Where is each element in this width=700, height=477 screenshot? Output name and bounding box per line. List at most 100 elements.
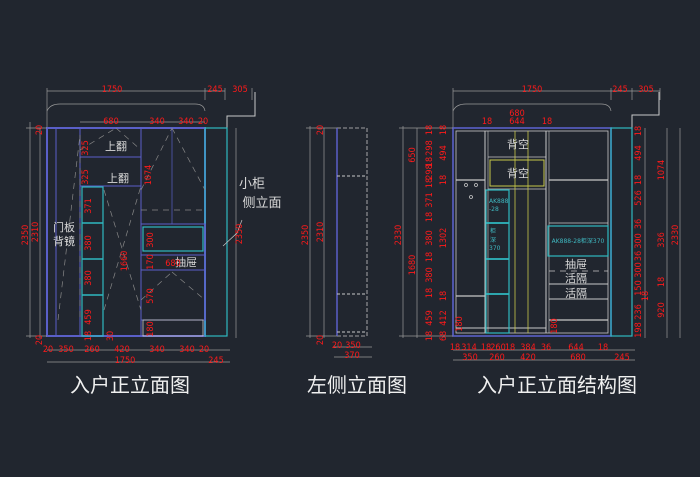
struct-bottom-totals-1: 260: [489, 353, 504, 363]
front-bottom-dim-2: 350: [58, 345, 73, 355]
struct-left-inner-dims-2: 18: [439, 175, 449, 185]
front-bottom-dim-3: 260: [84, 345, 99, 355]
side-dim-total: 2350: [301, 225, 311, 246]
side-dim-top: 20: [316, 125, 326, 135]
dim-1660: 1660: [120, 251, 130, 272]
front-left-dim-inner: 2310: [31, 222, 41, 243]
struct-right-mid-dims-8: 150: [634, 280, 644, 295]
label-ak-model-2: -28: [489, 206, 499, 213]
front-top-dim-width: 1750: [102, 85, 123, 95]
struct-top-dim-side: 245: [612, 85, 627, 95]
struct-bottom-dims-5: 384: [520, 343, 535, 353]
struct-left-mid-dims-9: 380: [425, 267, 435, 282]
struct-bottom-dims-6: 36: [541, 343, 551, 353]
label-back-mirror: 背镜: [53, 234, 75, 248]
dim-18: 18: [84, 331, 94, 341]
struct-left-mid-dims-4: 18: [425, 178, 435, 188]
struct-right-mid-dims-6: 36: [634, 251, 644, 261]
struct-right-mid-dims-10: 236: [634, 304, 644, 319]
label-depth-3: 370: [489, 245, 501, 252]
front-left-dim-total: 2350: [21, 225, 31, 246]
struct-right-dim-1074: 1074: [657, 160, 667, 181]
struct-bottom-totals-2: 420: [520, 353, 535, 363]
dim-300: 300: [146, 232, 156, 247]
struct-sub-dim-680: 680: [509, 109, 524, 119]
struct-bottom-totals-4: 245: [614, 353, 629, 363]
struct-left-outer-1680: 1680: [408, 255, 418, 276]
struct-bottom-dims-1: 314: [461, 343, 476, 353]
struct-bottom-totals-3: 680: [570, 353, 585, 363]
struct-right-mid-dims-7: 300: [634, 262, 644, 277]
struct-left-outer-2330: 2330: [394, 225, 404, 246]
struct-right-mid-dims-1: 494: [634, 145, 644, 160]
structure-elevation: [399, 88, 681, 361]
struct-left-inner-dims-6: 68: [439, 331, 449, 341]
struct-left-inner-dims-0: 18: [439, 125, 449, 135]
struct-right-mid-dims-2: 18: [634, 175, 644, 185]
dim-680: 680: [165, 259, 180, 269]
struct-top-dim-step: 305: [638, 85, 653, 95]
struct-left-inner-dims: 18 494 18 1302 18 412 68: [439, 125, 449, 341]
front-top-dim-step: 305: [232, 85, 247, 95]
dim-380-b: 380: [84, 270, 94, 285]
struct-left-inner-dims-3: 1302: [439, 228, 449, 249]
struct-left-mid-dims-2: 18: [425, 157, 435, 167]
front-sub-dim-1: 680: [103, 117, 118, 127]
label-ak-model-1: AK888: [489, 198, 509, 205]
label-door-panel: 门板: [53, 220, 75, 234]
front-bottom-dim-5: 340: [149, 345, 164, 355]
dim-180: 180: [146, 321, 156, 336]
label-shelf-1: 活隔: [565, 272, 587, 285]
struct-left-inner-dims-4: 18: [439, 291, 449, 301]
dim-380-a: 380: [84, 235, 94, 250]
side-dim-inner: 2310: [316, 222, 326, 243]
label-shelf-2: 活隔: [565, 287, 587, 300]
struct-bottom-dims-8: 18: [598, 343, 608, 353]
structure-text: 1750 245 305 680 18 644 18 背空 背空 AK888 -…: [394, 85, 681, 363]
dim-325-b: 325: [81, 169, 91, 184]
struct-right-dim-336: 336: [657, 232, 667, 247]
front-bottom-dim-6: 340: [179, 345, 194, 355]
label-depth-2: 深: [490, 236, 496, 244]
label-back-space-1: 背空: [507, 137, 529, 151]
struct-inner-dim-180a: 180: [455, 316, 465, 331]
front-top-dim-side: 245: [207, 85, 222, 95]
label-flip-2: 上翻: [107, 171, 129, 185]
struct-left-mid-dims-12: 18: [425, 331, 435, 341]
side-elevation: [306, 126, 372, 358]
label-depth-1: 柜: [490, 227, 496, 235]
dim-570: 570: [146, 288, 156, 303]
struct-right-dim-2330: 2330: [671, 225, 681, 246]
struct-inner-dim-180b: 180: [550, 318, 560, 333]
struct-right-mid-dims-9: 18: [641, 291, 651, 301]
struct-right-mid-dims-0: 18: [634, 126, 644, 136]
dim-170: 170: [146, 254, 156, 269]
struct-sub-dim-644: 644: [509, 117, 524, 127]
struct-right-dim-18: 18: [657, 277, 667, 287]
title-structure-elevation: 入户正立面结构图: [477, 373, 637, 397]
front-left-dim-bottom: 20: [35, 335, 45, 345]
label-drawer: 抽屉: [175, 255, 197, 269]
dim-325-a: 325: [81, 140, 91, 155]
struct-left-inner-dims-5: 412: [439, 310, 449, 325]
title-side-elevation: 左侧立面图: [307, 373, 407, 397]
dim-1074: 1074: [144, 165, 154, 186]
struct-left-mid-dims-8: 18: [425, 252, 435, 262]
struct-sub-dim-18b: 18: [542, 117, 552, 127]
struct-bottom-dims-3: 260: [490, 343, 505, 353]
struct-bottom-dims-2: 18: [481, 343, 491, 353]
struct-left-mid-dims-5: 371: [425, 192, 435, 207]
struct-left-inner-dims-1: 494: [439, 145, 449, 160]
label-callout-cabinet: 小柜: [239, 177, 265, 192]
side-bottom-dim-1: 20: [332, 341, 342, 351]
front-bottom-dim-4: 420: [114, 345, 129, 355]
front-sub-dim-4: 20: [198, 117, 208, 127]
front-bottom-side-total: 245: [208, 356, 223, 366]
side-text: 2350 2310 20 20 20 350 370: [301, 125, 361, 361]
struct-left-mid-dims-3: 298: [425, 164, 435, 179]
front-bottom-dim-1: 20: [43, 345, 53, 355]
struct-sub-dim-18a: 18: [482, 117, 492, 127]
